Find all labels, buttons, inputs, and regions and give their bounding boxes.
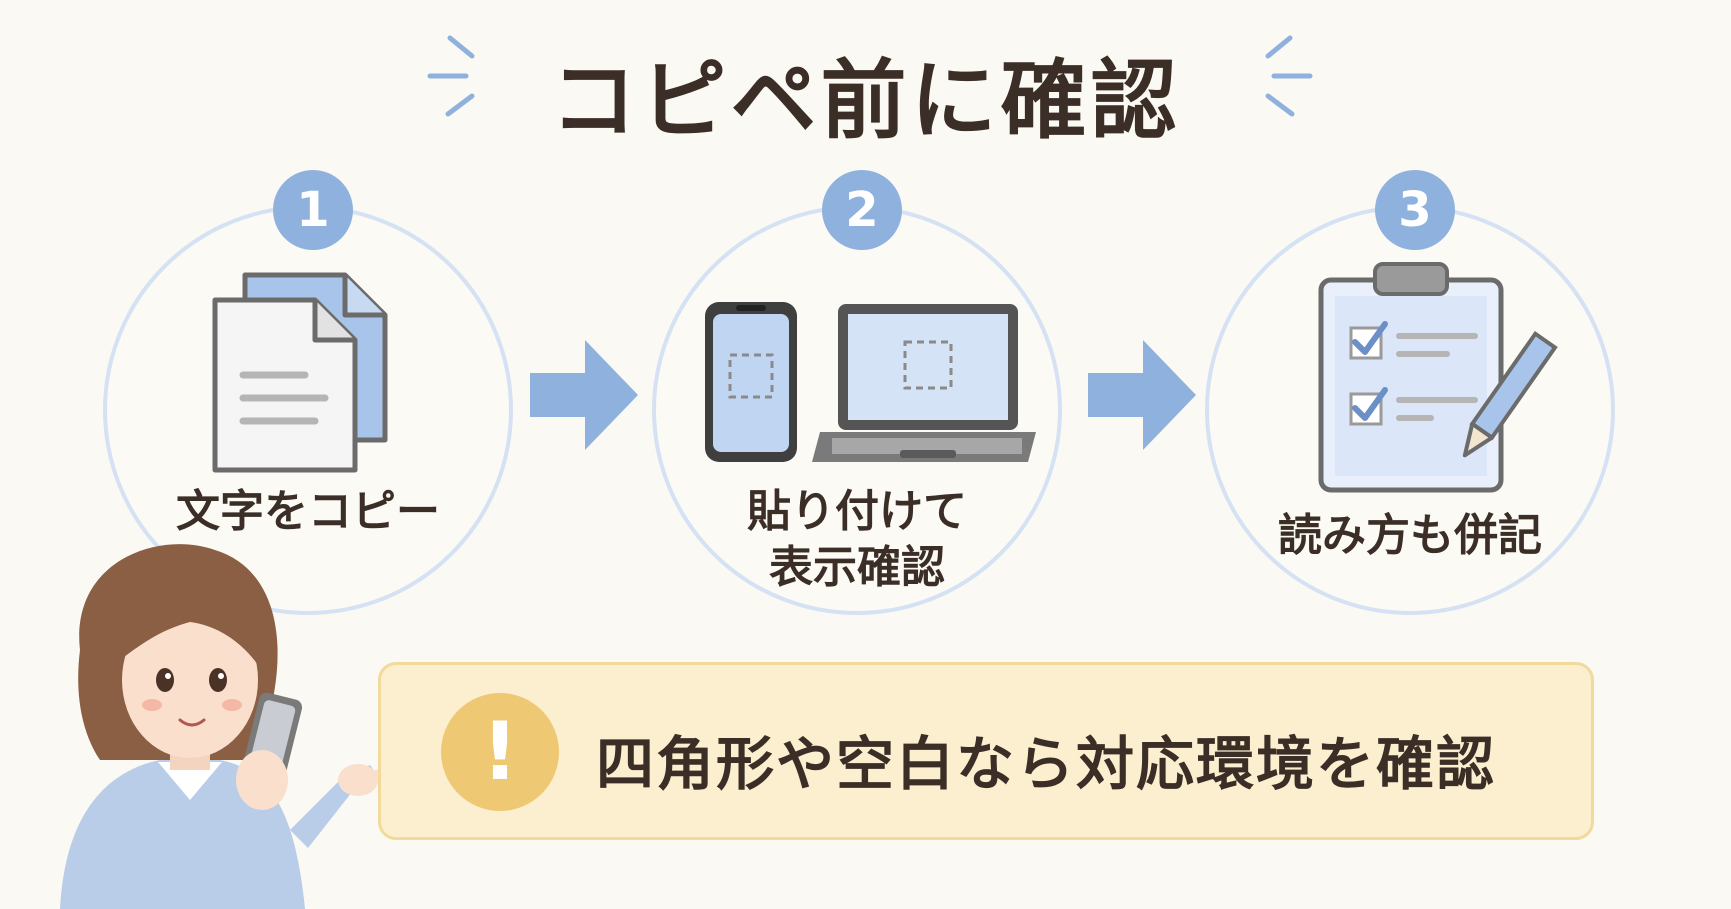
warning-message: 四角形や空白なら対応環境を確認 <box>596 730 1497 798</box>
step-3-label: 読み方も併記 <box>1278 510 1542 561</box>
clipboard-checklist-icon <box>1318 262 1558 493</box>
phone-laptop-icon <box>705 302 1036 462</box>
step-2-label-line1: 貼り付けて <box>747 486 967 537</box>
page-title: コピペ前に確認 <box>550 51 1181 151</box>
document-copy-icon <box>212 272 388 473</box>
step-3-badge: 3 <box>1375 170 1455 250</box>
step-1-label: 文字をコピー <box>176 486 440 537</box>
arrow-right-icon <box>530 340 638 450</box>
warning-callout: ! 四角形や空白なら対応環境を確認 <box>378 662 1594 840</box>
sparkle-right-icon <box>1265 35 1313 117</box>
sparkle-left-icon <box>427 35 475 117</box>
woman-illustration <box>60 544 418 909</box>
warning-icon: ! <box>441 693 559 811</box>
arrow-right-icon <box>1088 340 1196 450</box>
step-1-badge: 1 <box>273 170 353 250</box>
step-2-label-line2: 表示確認 <box>769 542 945 593</box>
step-2-badge: 2 <box>822 170 902 250</box>
